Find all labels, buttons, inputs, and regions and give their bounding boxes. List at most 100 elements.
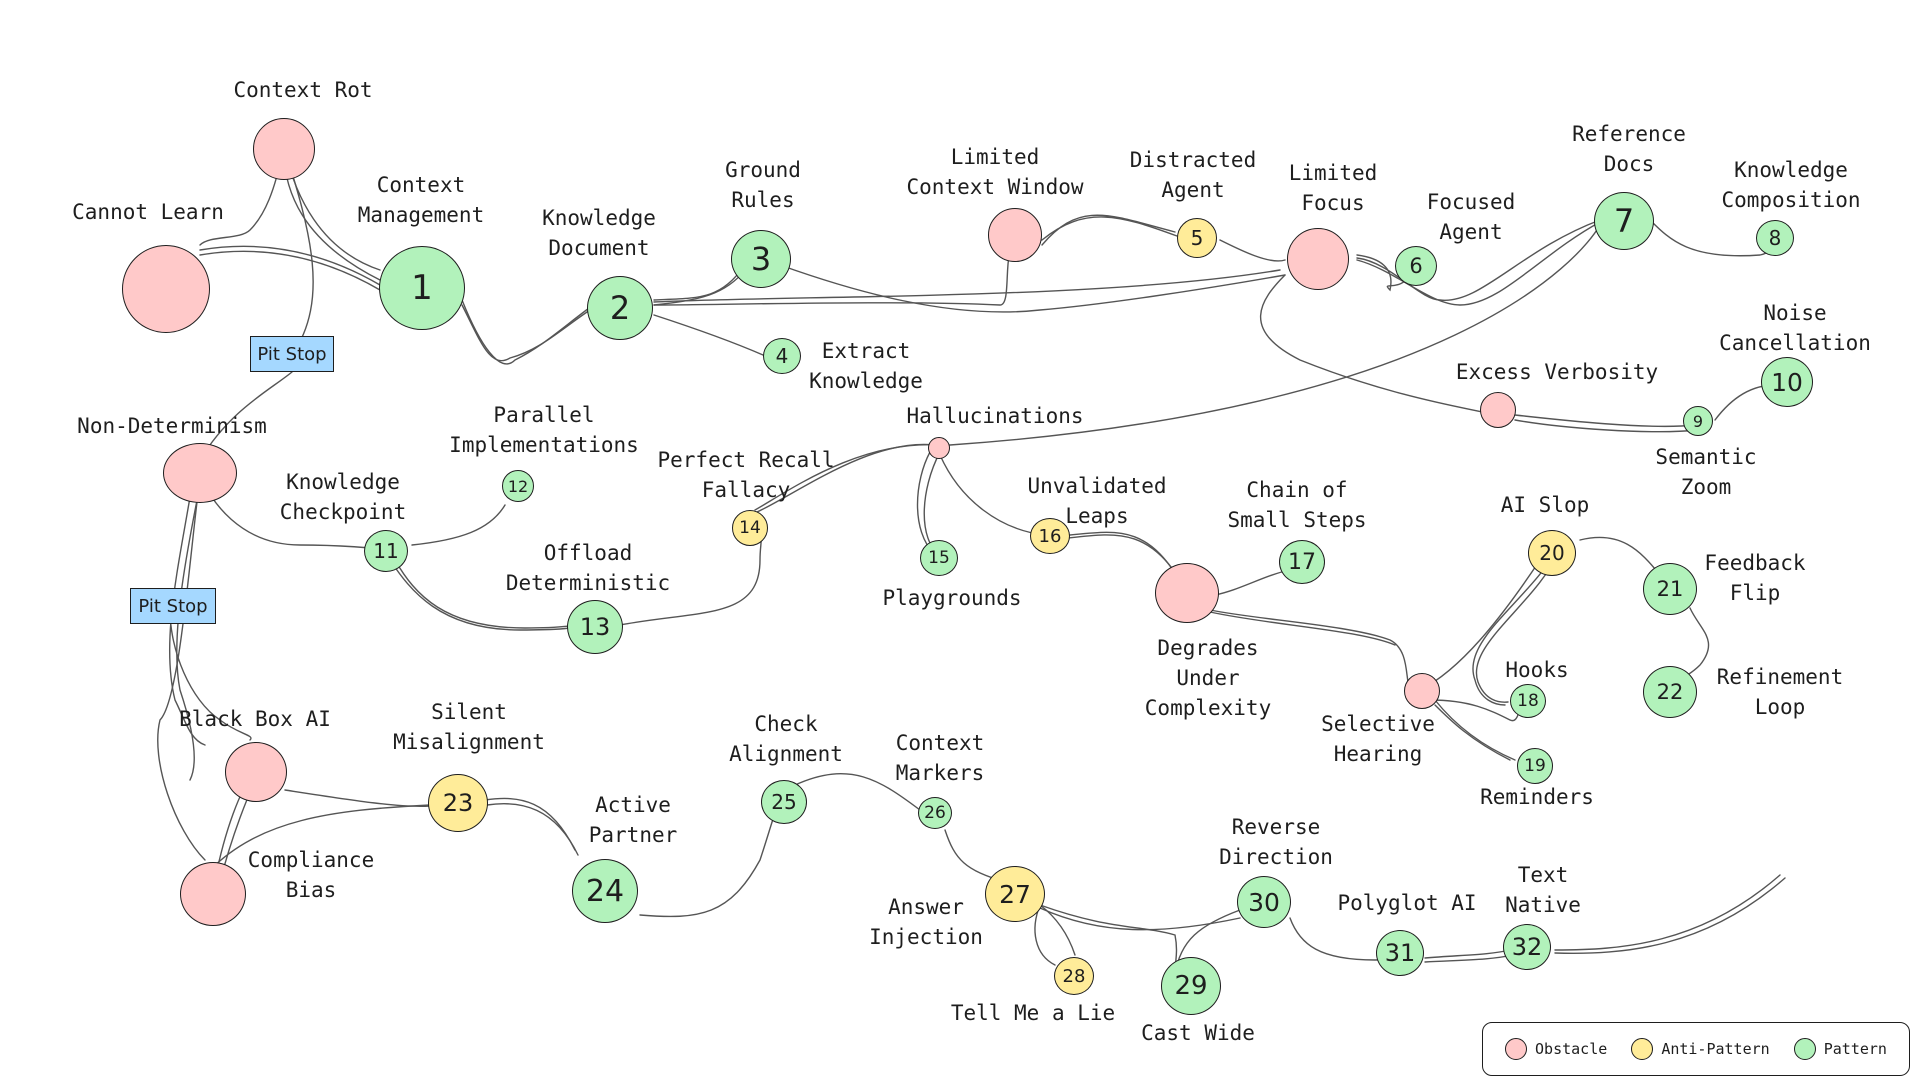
node-context-rot[interactable] — [253, 118, 315, 180]
pit-stop-top[interactable]: Pit Stop — [250, 336, 334, 372]
node-5[interactable]: 5 — [1177, 218, 1217, 258]
node-28[interactable]: 28 — [1054, 957, 1094, 995]
edge — [1434, 704, 1511, 761]
edge — [1579, 536, 1661, 576]
node-12[interactable]: 12 — [502, 470, 534, 502]
label-active-partner: Active Partner — [588, 793, 678, 847]
edge — [1039, 904, 1076, 956]
node-6[interactable]: 6 — [1395, 246, 1437, 286]
label-context-markers: Context Markers — [895, 731, 985, 785]
node-14[interactable]: 14 — [732, 510, 768, 546]
label-extract-knowledge: Extract Knowledge — [809, 339, 923, 393]
label-ground-rules: Ground Rules — [725, 158, 801, 212]
node-7-number: 7 — [1613, 202, 1635, 240]
node-20[interactable]: 20 — [1528, 530, 1576, 576]
node-excess-verbosity[interactable] — [1480, 392, 1516, 428]
label-black-box-ai: Black Box AI — [179, 707, 331, 731]
legend-pattern-label: Pattern — [1823, 1040, 1887, 1058]
node-5-number: 5 — [1190, 226, 1204, 250]
label-feedback-flip: Feedback Flip — [1704, 551, 1806, 605]
node-32[interactable]: 32 — [1503, 924, 1551, 970]
edge — [284, 789, 431, 807]
node-hallucinations[interactable] — [928, 437, 950, 459]
node-13[interactable]: 13 — [567, 600, 623, 654]
legend-obstacle-label: Obstacle — [1535, 1040, 1608, 1058]
legend-pattern-swatch — [1793, 1038, 1816, 1060]
label-distracted-agent: Distracted Agent — [1129, 148, 1257, 202]
node-3[interactable]: 3 — [731, 230, 791, 288]
edge — [1356, 219, 1601, 301]
node-24[interactable]: 24 — [572, 859, 638, 923]
label-knowledge-document: Knowledge Document — [542, 206, 656, 260]
edge — [209, 804, 431, 871]
node-29-number: 29 — [1174, 971, 1208, 1001]
pit-stop-bottom[interactable]: Pit Stop — [130, 588, 216, 624]
node-13-number: 13 — [579, 613, 611, 641]
label-knowledge-checkpoint: Knowledge Checkpoint — [279, 470, 407, 524]
node-11[interactable]: 11 — [364, 530, 408, 572]
legend: Obstacle Anti-Pattern Pattern — [1482, 1022, 1910, 1076]
node-selective-hearing[interactable] — [1404, 673, 1440, 709]
node-28-number: 28 — [1062, 965, 1086, 987]
node-30[interactable]: 30 — [1237, 876, 1291, 928]
node-17[interactable]: 17 — [1279, 540, 1325, 584]
edge — [1356, 254, 1416, 292]
node-32-number: 32 — [1511, 933, 1543, 961]
node-16[interactable]: 16 — [1030, 518, 1070, 554]
edge — [1041, 214, 1176, 246]
edge — [1554, 874, 1781, 951]
node-25[interactable]: 25 — [761, 780, 807, 824]
node-22[interactable]: 22 — [1643, 666, 1697, 718]
edge — [168, 484, 206, 746]
node-limited-focus[interactable] — [1287, 228, 1349, 290]
node-3-number: 3 — [750, 240, 772, 278]
edge — [1219, 239, 1286, 262]
edge — [653, 314, 764, 356]
node-1[interactable]: 1 — [379, 246, 465, 330]
edge — [169, 609, 252, 741]
node-cannot-learn[interactable] — [122, 245, 210, 333]
node-limited-context-window[interactable] — [988, 208, 1042, 262]
edge — [1434, 699, 1516, 761]
node-21[interactable]: 21 — [1643, 563, 1697, 615]
edge — [157, 477, 206, 861]
node-26[interactable]: 26 — [918, 797, 952, 829]
node-4-number: 4 — [775, 344, 789, 368]
node-10[interactable]: 10 — [1761, 357, 1813, 407]
node-18-number: 18 — [1517, 691, 1539, 711]
label-reverse-direction: Reverse Direction — [1219, 815, 1333, 869]
node-14-number: 14 — [739, 518, 761, 538]
label-context-management: Context Management — [357, 173, 485, 227]
label-tell-me-a-lie: Tell Me a Lie — [950, 1001, 1116, 1025]
node-compliance-bias[interactable] — [180, 862, 246, 926]
label-focused-agent: Focused Agent — [1426, 190, 1516, 244]
node-19[interactable]: 19 — [1517, 748, 1553, 784]
node-23[interactable]: 23 — [428, 774, 488, 832]
label-playgrounds: Playgrounds — [882, 586, 1022, 610]
node-2[interactable]: 2 — [587, 276, 653, 340]
node-4[interactable]: 4 — [763, 338, 801, 374]
node-31[interactable]: 31 — [1376, 930, 1424, 976]
node-15[interactable]: 15 — [920, 540, 958, 576]
node-23-number: 23 — [442, 789, 474, 817]
node-black-box-ai[interactable] — [225, 742, 287, 802]
legend-obstacle-swatch — [1505, 1038, 1528, 1060]
edge — [284, 149, 314, 356]
node-24-number: 24 — [585, 873, 625, 909]
node-16-number: 16 — [1038, 525, 1062, 547]
node-9[interactable]: 9 — [1683, 406, 1713, 436]
edge — [176, 484, 201, 781]
node-1-number: 1 — [411, 268, 433, 308]
label-limited-context-window: Limited Context Window — [906, 145, 1084, 199]
edge — [1209, 611, 1396, 646]
node-7[interactable]: 7 — [1594, 192, 1654, 250]
node-27[interactable]: 27 — [985, 866, 1045, 922]
node-degrades-under-complexity[interactable] — [1155, 563, 1219, 623]
edge — [754, 443, 936, 514]
node-29[interactable]: 29 — [1161, 957, 1221, 1015]
node-18[interactable]: 18 — [1510, 684, 1546, 718]
node-8[interactable]: 8 — [1756, 220, 1794, 256]
label-degrades-under-complexity: Degrades Under Complexity — [1144, 636, 1272, 720]
edge — [653, 269, 1281, 303]
node-non-determinism[interactable] — [163, 443, 237, 503]
